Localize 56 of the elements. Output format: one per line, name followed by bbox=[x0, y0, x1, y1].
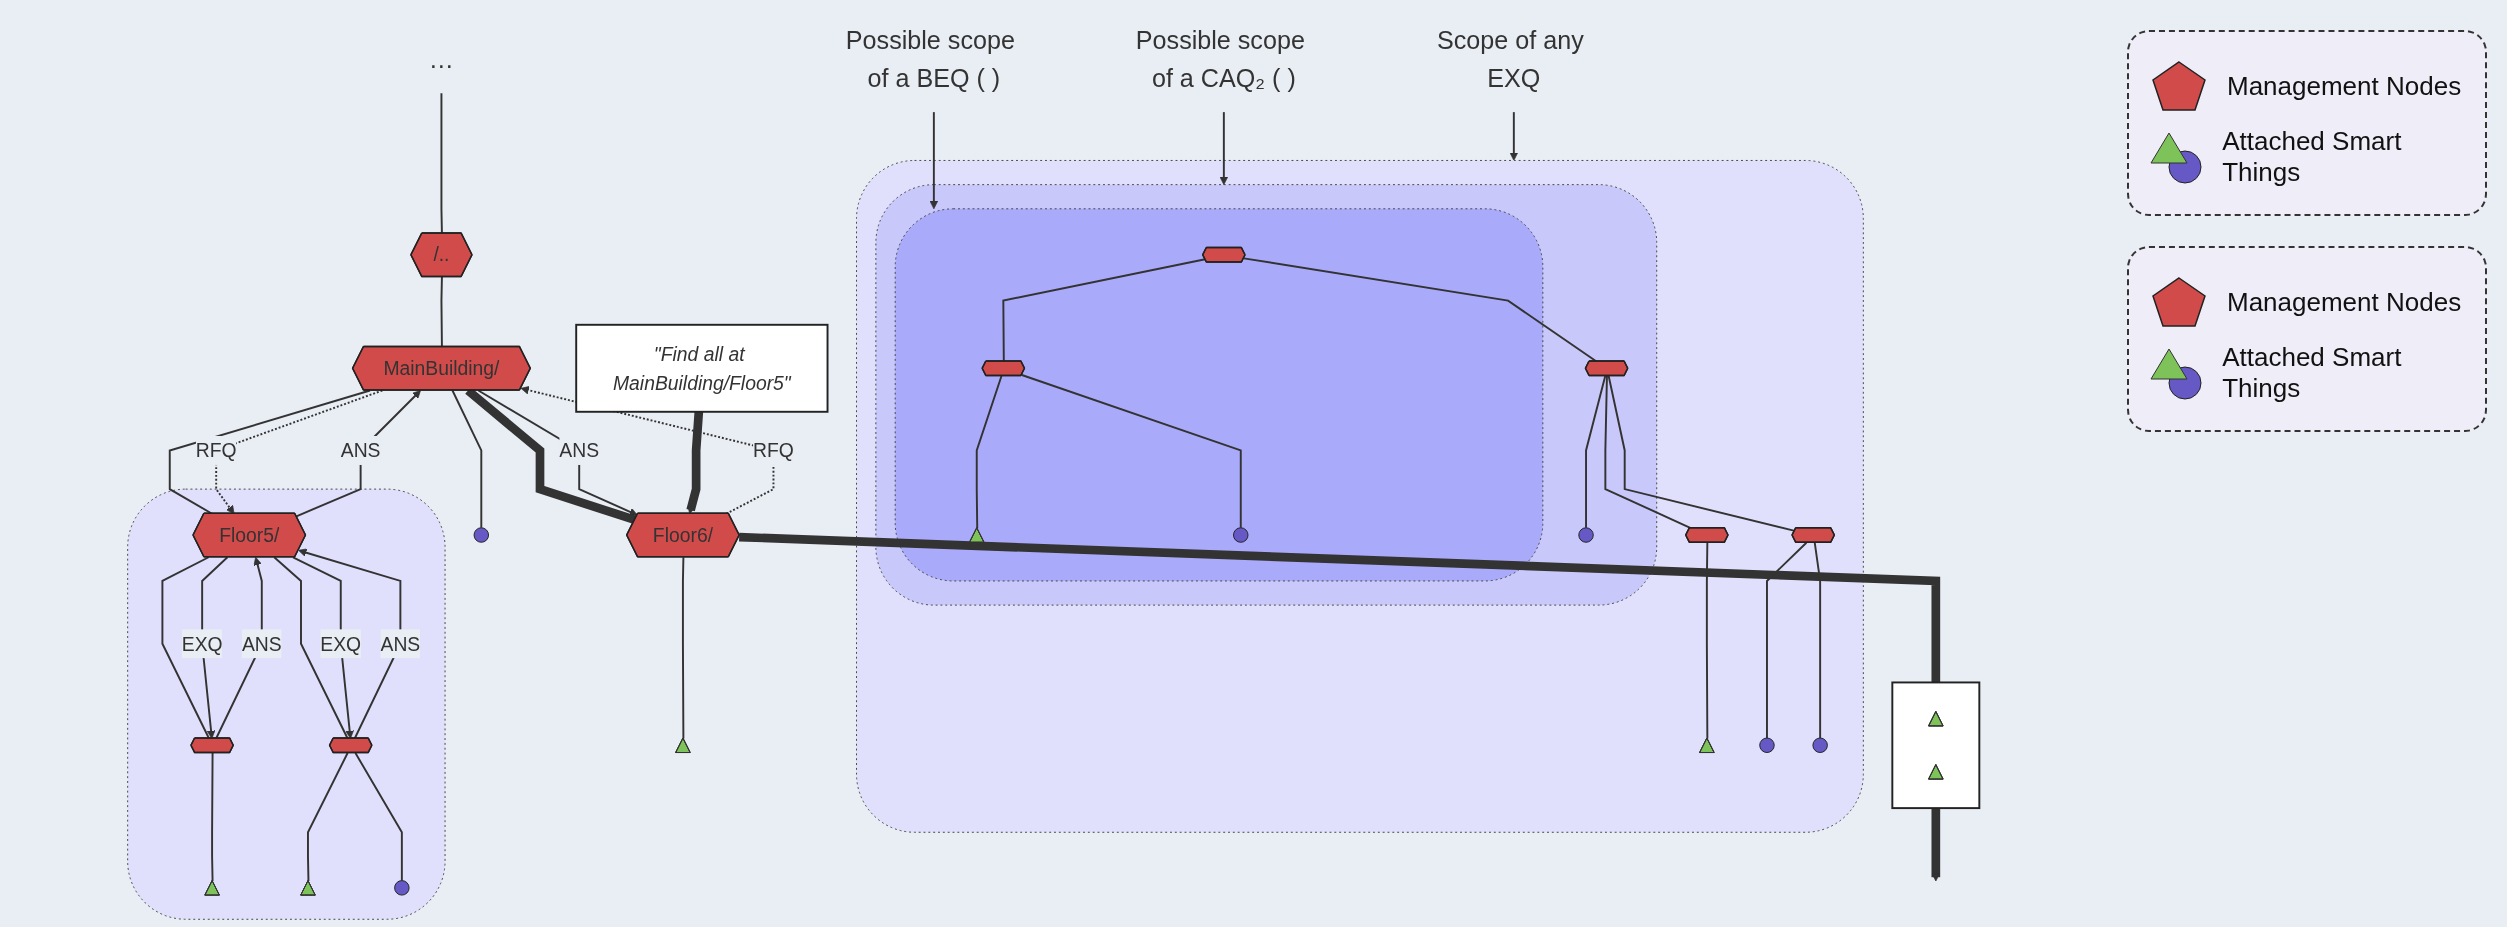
edge-label: ANS bbox=[241, 633, 282, 655]
connector bbox=[1607, 375, 1796, 532]
connector bbox=[681, 556, 685, 740]
legend-label: Attached Smart Things bbox=[2222, 342, 2403, 404]
node-circle bbox=[473, 527, 490, 543]
node-circle bbox=[1578, 527, 1594, 543]
connector bbox=[211, 752, 214, 883]
arrow bbox=[1219, 111, 1229, 185]
edge-label: EXQ bbox=[320, 633, 362, 655]
connector bbox=[273, 556, 349, 740]
edge-label: ANS bbox=[559, 439, 600, 462]
connector bbox=[161, 556, 210, 740]
legend-label: Management Nodes bbox=[2227, 286, 2462, 318]
connector bbox=[307, 752, 349, 883]
arrow bbox=[686, 411, 704, 515]
node-circle bbox=[1812, 737, 1828, 753]
node-text: Possible scope of a BEQ ( ) bbox=[845, 26, 1015, 93]
edge-label: EXQ bbox=[181, 633, 223, 655]
connector bbox=[1604, 375, 1693, 530]
connector bbox=[1020, 374, 1242, 529]
connector bbox=[1766, 541, 1808, 739]
connector bbox=[451, 389, 483, 529]
edge-label: ANS bbox=[340, 439, 381, 462]
node-text: Scope of any EXQ bbox=[1436, 26, 1584, 93]
node-circle bbox=[394, 880, 410, 896]
node-text: Possible scope of a CAQ₂ ( ) bbox=[1135, 26, 1305, 93]
connector bbox=[440, 275, 443, 348]
node-circle bbox=[1759, 737, 1775, 753]
connector bbox=[1813, 541, 1822, 739]
arrow bbox=[1509, 111, 1519, 161]
legend-label: Attached Smart Things bbox=[2222, 126, 2403, 188]
cluster bbox=[127, 488, 446, 920]
connector bbox=[1002, 258, 1207, 363]
connector bbox=[1705, 541, 1709, 740]
connector bbox=[168, 389, 371, 515]
edge-label: RFQ bbox=[753, 439, 794, 462]
arrow bbox=[295, 390, 421, 518]
connector bbox=[1585, 375, 1607, 529]
cluster bbox=[875, 184, 1658, 606]
connector bbox=[354, 752, 403, 882]
arrow bbox=[298, 548, 402, 740]
legend-label: Management Nodes bbox=[2227, 70, 2462, 102]
cluster bbox=[1891, 681, 1981, 810]
arrow bbox=[520, 386, 775, 515]
edge-label: ANS bbox=[380, 633, 421, 655]
node-box: "Find all at MainBuilding/Floor5" bbox=[575, 323, 829, 413]
cluster bbox=[856, 159, 1864, 833]
connector bbox=[739, 532, 1941, 683]
cluster bbox=[894, 208, 1544, 582]
connector bbox=[975, 375, 1003, 530]
edge-label: RFQ bbox=[195, 439, 237, 462]
connector bbox=[1242, 257, 1598, 363]
node-text: … bbox=[428, 44, 454, 74]
arrow bbox=[1931, 808, 1941, 882]
node-circle bbox=[1233, 527, 1249, 543]
arrow bbox=[929, 111, 939, 210]
